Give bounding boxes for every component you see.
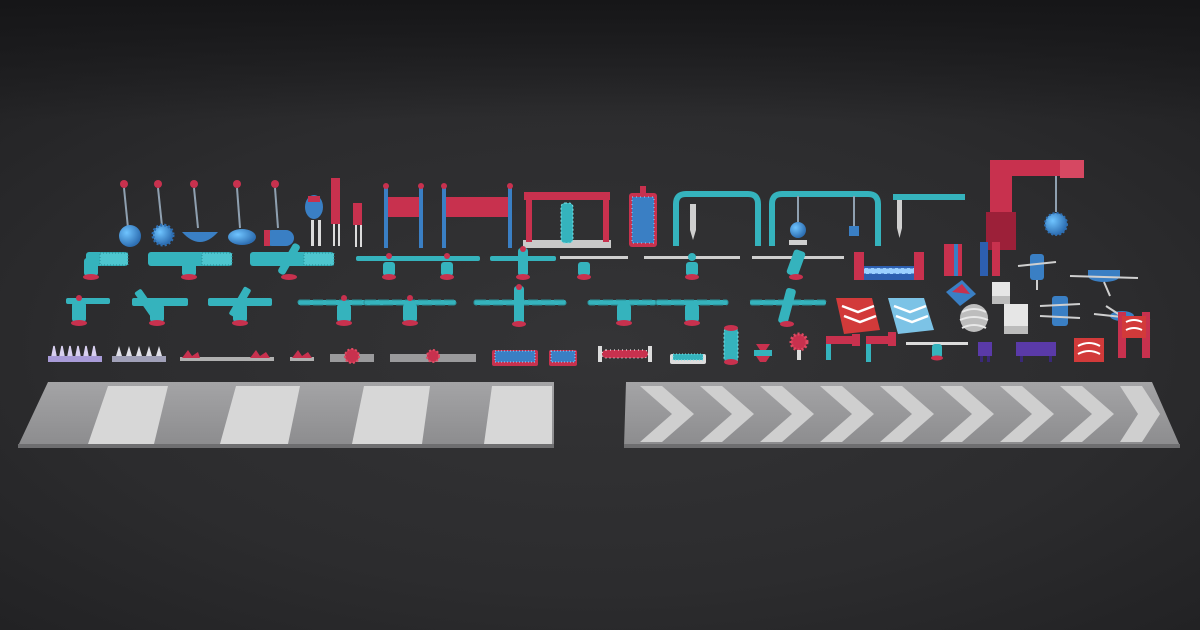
drum-spinner-2: [1069, 270, 1139, 297]
pendulum-ball: [119, 180, 141, 247]
wedge-block: [946, 280, 976, 306]
crosswalk-pad: [18, 382, 554, 448]
arm-blade: [893, 194, 965, 238]
red-wave-sign: [1074, 338, 1104, 362]
teal-spike-mat: [670, 353, 706, 364]
barrel-on-post: [305, 195, 323, 246]
rail-spinner-6: [752, 249, 844, 280]
purple-bench-large: [1016, 342, 1056, 362]
crimson-pillar: [331, 178, 340, 246]
rail-spinner-3: [490, 246, 556, 280]
backdrop-shadow: [0, 0, 1200, 120]
gate-1: [383, 183, 424, 248]
spiked-cylinder: [723, 325, 739, 365]
segmented-rail-3: [473, 284, 567, 327]
segmented-rail-4: [587, 299, 657, 326]
saw-pad-2: [390, 349, 476, 363]
blue-chevron-ramp: [888, 298, 934, 334]
rail-spinner-1: [356, 253, 422, 280]
spinner-quad-arm: [208, 286, 272, 326]
white-cubes: [992, 282, 1028, 334]
crimson-pillar-short: [353, 203, 362, 247]
crane-wrecking-ball: [986, 160, 1084, 250]
arch-blade: [673, 191, 761, 246]
spinner-row-1: [83, 242, 1139, 297]
stacked-discs: [754, 344, 772, 362]
drum-spinner-1: [1017, 254, 1057, 290]
rail-spinner-low: [906, 342, 968, 361]
segmented-rail-2: [363, 295, 457, 326]
saw-blade-stand: [789, 332, 809, 360]
spike-strip-large: [112, 346, 166, 362]
trap-row: [48, 325, 1104, 366]
red-sign-board: [1118, 312, 1150, 358]
pendulum-spiked-ball: [151, 180, 175, 247]
striped-ball: [959, 304, 989, 332]
purple-bench-small: [978, 342, 992, 362]
gate-2: [441, 183, 513, 248]
rail-spinner-4: [560, 256, 628, 280]
drum-spinner-3: [1039, 296, 1081, 326]
spike-strip-small: [48, 345, 102, 362]
spike-mat-2: [549, 350, 577, 366]
striped-launcher: [854, 252, 924, 280]
rail-spinner-5: [644, 253, 740, 280]
red-pillar-pair: [944, 242, 1000, 276]
spinner-stub: [66, 295, 110, 326]
chevron-pad: [624, 382, 1180, 448]
hammer-post-1: [826, 334, 860, 360]
spinner-paddle: [83, 252, 129, 280]
spike-panel: [629, 186, 657, 247]
segmented-rail-5: [655, 299, 729, 326]
spinner-triple-arm: [132, 289, 188, 326]
saw-small: [290, 350, 314, 361]
red-chevron-ramp: [836, 298, 880, 334]
arch-pendulum: [769, 191, 881, 246]
pendulum-bowl: [182, 180, 218, 242]
spinner-row-2: [66, 280, 1151, 358]
spiked-log: [598, 346, 652, 362]
pendulum-row: [119, 180, 294, 247]
spinner-double-paddle: [148, 252, 233, 280]
saw-rail-1: [180, 350, 274, 361]
spinner-cross-paddle: [250, 243, 335, 280]
pendulum-disc: [228, 180, 256, 245]
spiked-roller-frame: [523, 192, 611, 248]
rail-spinner-2: [414, 253, 480, 280]
saw-pad-1: [330, 348, 374, 364]
pendulum-barrel: [264, 180, 294, 246]
hammer-post-2: [866, 332, 896, 362]
spike-mat-1: [492, 350, 538, 366]
segmented-rail-6: [749, 287, 827, 327]
